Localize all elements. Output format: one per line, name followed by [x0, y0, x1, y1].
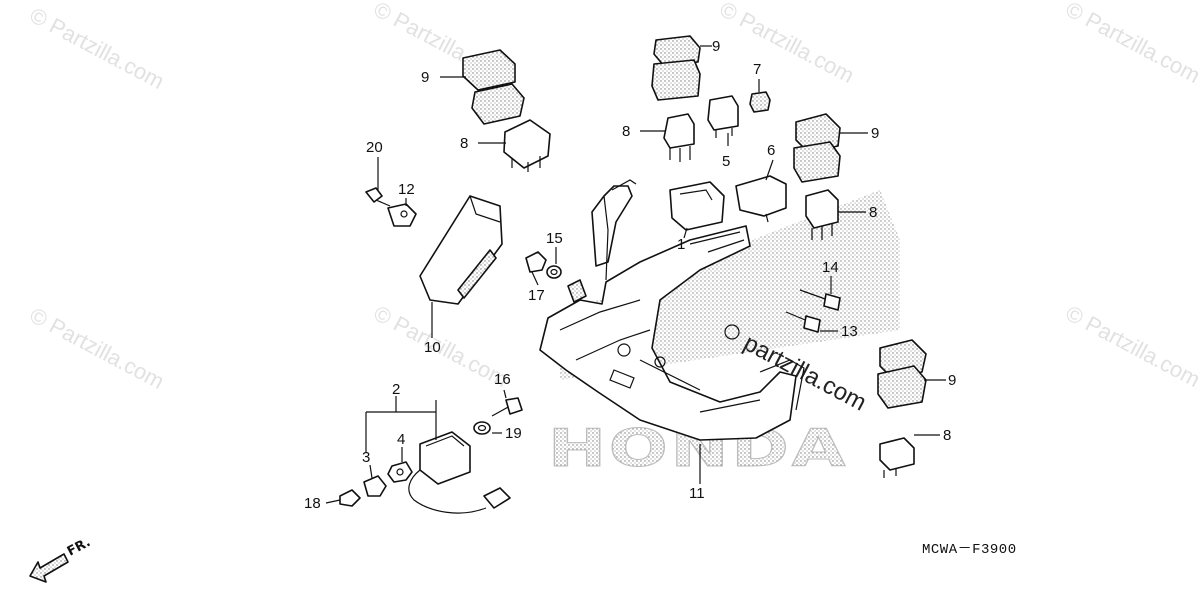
- callout-5: 5: [722, 153, 730, 170]
- callout-11: 11: [689, 485, 705, 502]
- watermark-text: © Partzilla.com: [1062, 0, 1200, 88]
- part-cover-6: [735, 175, 787, 223]
- part-main-bracket-11: [539, 179, 805, 441]
- part-relay-right-upper: [805, 189, 839, 240]
- callout-10: 10: [424, 339, 441, 356]
- part-grommet-4: [387, 461, 413, 483]
- watermark-text: © Partzilla.com: [1062, 300, 1200, 392]
- callout-16: 16: [494, 371, 511, 388]
- callout-7: 7: [753, 61, 761, 78]
- part-collar-3: [363, 475, 387, 497]
- watermark-text: © Partzilla.com: [26, 302, 169, 394]
- watermark-text: © Partzilla.com: [370, 300, 513, 392]
- callout-13: 13: [841, 323, 858, 340]
- watermark-text: © Partzilla.com: [26, 2, 169, 94]
- callout-9: 9: [712, 38, 720, 55]
- front-arrow-icon: [29, 553, 69, 583]
- callout-labels: 9 8 9 7 8 5 6 1 9 8 20 12 10 15 17 14 13…: [304, 38, 956, 512]
- part-washer-19: [473, 421, 491, 435]
- callout-14: 14: [822, 259, 839, 276]
- part-relay-cover-right-upper: [793, 113, 841, 183]
- callout-19: 19: [505, 425, 522, 442]
- callout-8: 8: [869, 204, 877, 221]
- leader-lines: [325, 45, 946, 504]
- front-direction-indicator: FR.: [29, 535, 93, 583]
- callout-17: 17: [528, 287, 545, 304]
- callout-18: 18: [304, 495, 321, 512]
- part-relay-cover-right-lower: [877, 339, 927, 409]
- part-bolt-14: [799, 289, 841, 311]
- callout-9: 9: [871, 125, 879, 142]
- part-control-unit-10: [419, 195, 503, 305]
- part-nut-17: [525, 251, 547, 273]
- watermark-text: © Partzilla.com: [716, 0, 859, 88]
- part-relay-assembly-2: [408, 431, 511, 514]
- callout-9: 9: [421, 69, 429, 86]
- part-relay-right-lower: [879, 437, 915, 478]
- callout-15: 15: [546, 230, 563, 247]
- callout-8: 8: [460, 135, 468, 152]
- callout-12: 12: [398, 181, 415, 198]
- diagram-code: MCWA－F3900: [922, 542, 1017, 558]
- part-clip-12: [387, 203, 417, 227]
- part-bolt-16: [491, 397, 523, 417]
- part-relay-top-center: [663, 113, 695, 162]
- callout-8: 8: [622, 123, 630, 140]
- callout-3: 3: [362, 449, 370, 466]
- callout-4: 4: [397, 431, 405, 448]
- callout-6: 6: [767, 142, 775, 159]
- part-relay-left: [503, 119, 551, 172]
- part-relay-cover-top-center: [651, 35, 701, 101]
- part-fuse-7: [749, 91, 771, 113]
- callout-2: 2: [392, 381, 400, 398]
- part-bolt-13: [785, 311, 821, 333]
- callout-8: 8: [943, 427, 951, 444]
- part-bolt-20: [365, 187, 391, 207]
- callout-20: 20: [366, 139, 383, 156]
- part-fuse-box-1: [669, 181, 725, 231]
- part-bolt-18: [339, 489, 361, 507]
- part-washer-15: [546, 265, 562, 279]
- part-relay-cover-left: [462, 49, 525, 125]
- callout-9: 9: [948, 372, 956, 389]
- callout-1: 1: [677, 236, 685, 253]
- front-arrow-label: FR.: [65, 535, 93, 560]
- part-relay-5: [707, 95, 739, 138]
